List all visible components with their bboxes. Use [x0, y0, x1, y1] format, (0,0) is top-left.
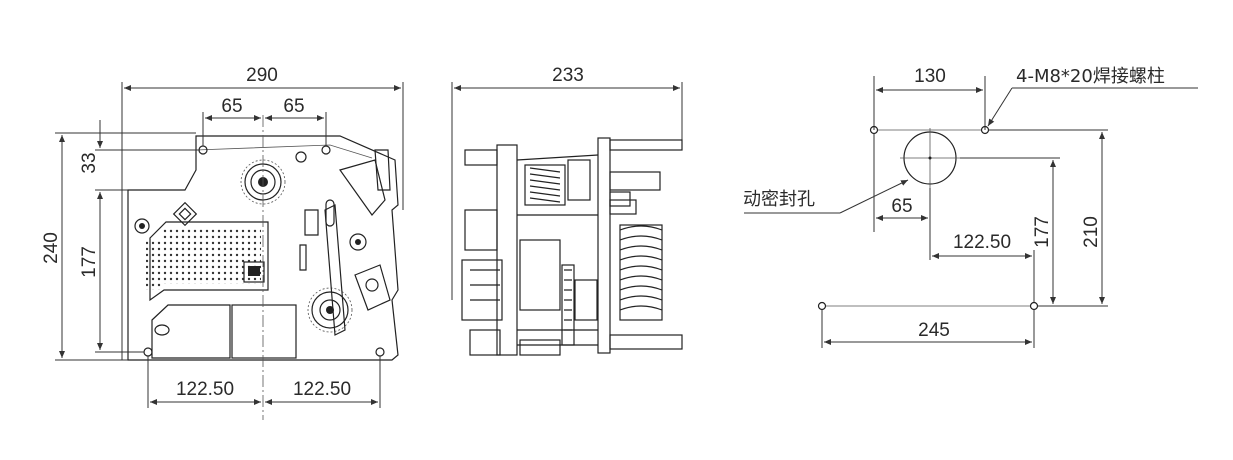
dim-height-total: 240: [41, 232, 62, 264]
dim-depth: 233: [552, 65, 584, 86]
dim-bottom-width: 245: [918, 320, 950, 341]
dim-bottom-left: 122.50: [176, 379, 234, 400]
dotted-panel: [134, 218, 269, 302]
side-spring-coil: [619, 224, 663, 321]
dim-hole-offset: 65: [891, 196, 912, 217]
dim-vertical-outer: 210: [1081, 216, 1102, 248]
dim-vertical-inner: 177: [1032, 216, 1053, 248]
dim-center-offset: 122.50: [953, 232, 1011, 253]
dim-hole-left: 65: [221, 96, 242, 117]
side-view: 233: [451, 65, 683, 356]
bolt-callout: 4-M8*20焊接螺柱: [1016, 66, 1165, 87]
mounting-view: 130 4-M8*20焊接螺柱 动密封孔 65 122.50: [743, 66, 1198, 348]
dim-height-mount: 177: [79, 246, 100, 278]
cam-gear: [307, 287, 353, 333]
dim-top-offset: 33: [79, 152, 100, 173]
mounting-bolt-holes: [817, 125, 1039, 311]
dim-overall-width: 290: [246, 65, 278, 86]
dim-hole-right: 65: [283, 96, 304, 117]
front-outline: [127, 135, 399, 361]
dim-bottom-right: 122.50: [293, 379, 351, 400]
dim-mount-top: 130: [914, 66, 946, 87]
side-spring-top: [524, 164, 566, 206]
front-view: 290 65 65 240 33 177 122.50 122.50: [41, 65, 404, 420]
hole-callout: 动密封孔: [743, 189, 815, 210]
